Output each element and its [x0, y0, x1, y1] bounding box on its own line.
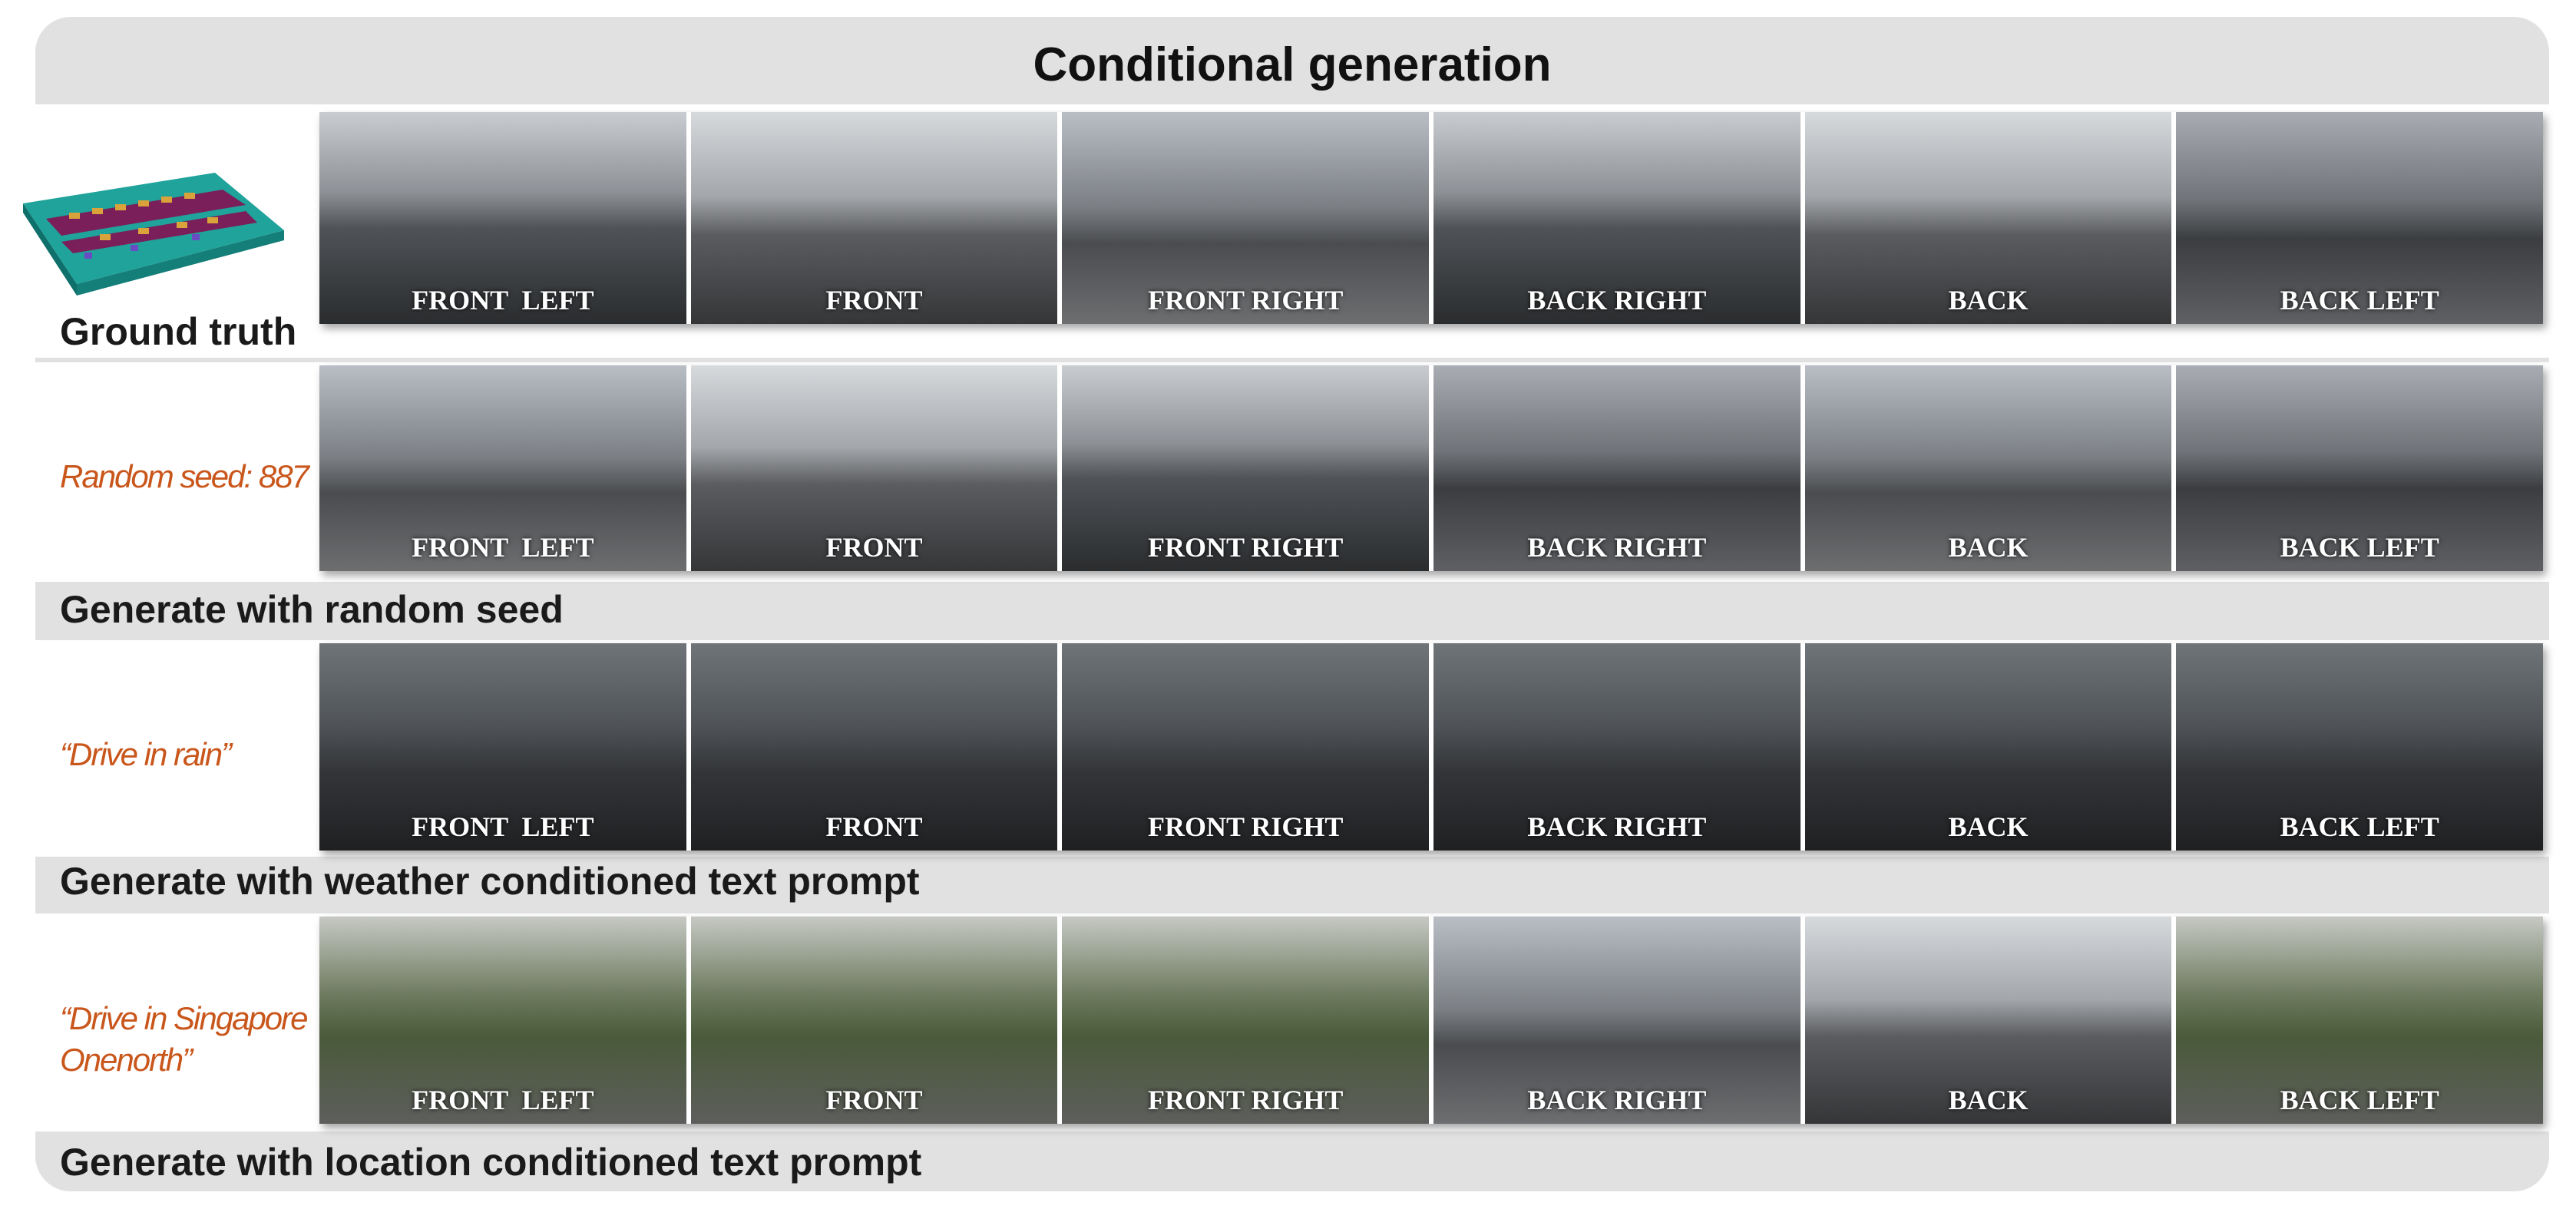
camera-label: BACK RIGHT	[1527, 285, 1707, 315]
camera-image: FRONT	[690, 112, 1058, 324]
camera-label: BACK LEFT	[2280, 532, 2439, 563]
camera-image: BACK LEFT	[2176, 365, 2544, 571]
image-strip-location: FRONT LEFT FRONT FRONT RIGHT BACK RIGHT …	[319, 917, 2544, 1124]
camera-image: BACK RIGHT	[1433, 643, 1801, 851]
row-caption: Generate with weather conditioned text p…	[60, 860, 920, 903]
camera-image: BACK LEFT	[2176, 112, 2544, 324]
camera-label: BACK	[1948, 811, 2029, 842]
camera-image: FRONT LEFT	[319, 917, 686, 1124]
condition-text: “Drive in Singapore Onenorth”	[60, 1000, 309, 1078]
condition-text: “Drive in rain”	[60, 736, 232, 772]
image-strip-ground-truth: FRONT LEFT FRONT FRONT RIGHT BACK RIGHT …	[319, 112, 2544, 324]
camera-image: FRONT LEFT	[319, 112, 686, 324]
camera-label: FRONT RIGHT	[1147, 811, 1344, 842]
row-caption: Generate with random seed	[60, 588, 564, 631]
image-strip-random-seed: FRONT LEFT FRONT FRONT RIGHT BACK RIGHT …	[319, 365, 2544, 571]
camera-label: FRONT LEFT	[412, 1085, 594, 1115]
camera-label: BACK LEFT	[2280, 811, 2439, 842]
camera-label: BACK	[1948, 285, 2029, 315]
camera-label: BACK LEFT	[2280, 285, 2439, 315]
camera-label: FRONT	[825, 811, 923, 842]
camera-label: FRONT RIGHT	[1147, 532, 1344, 563]
camera-image: FRONT RIGHT	[1062, 917, 1430, 1124]
camera-image: BACK RIGHT	[1433, 365, 1801, 571]
camera-label: FRONT LEFT	[412, 532, 594, 563]
figure-title: Conditional generation	[1033, 38, 1552, 91]
camera-image: FRONT	[690, 643, 1058, 851]
camera-image: FRONT LEFT	[319, 643, 686, 851]
camera-image: BACK	[1804, 917, 2172, 1124]
camera-image: FRONT RIGHT	[1062, 365, 1430, 571]
camera-image: FRONT	[690, 917, 1058, 1124]
camera-label: BACK	[1948, 532, 2029, 563]
camera-image: FRONT RIGHT	[1062, 112, 1430, 324]
camera-image: BACK LEFT	[2176, 917, 2544, 1124]
condition-text: Random seed: 887	[60, 458, 309, 494]
camera-label: FRONT LEFT	[412, 285, 594, 315]
camera-label: BACK	[1948, 1085, 2029, 1115]
camera-label: FRONT RIGHT	[1147, 285, 1344, 315]
camera-label: FRONT LEFT	[412, 811, 594, 842]
camera-image: BACK RIGHT	[1433, 917, 1801, 1124]
camera-image: BACK RIGHT	[1433, 112, 1801, 324]
camera-image: BACK	[1804, 643, 2172, 851]
camera-label: FRONT	[825, 1085, 923, 1115]
camera-label: BACK RIGHT	[1527, 1085, 1707, 1115]
camera-image: FRONT	[690, 365, 1058, 571]
camera-label: FRONT	[825, 285, 923, 315]
image-strip-weather: FRONT LEFT FRONT FRONT RIGHT BACK RIGHT …	[319, 643, 2544, 851]
map-layout-thumbnail	[23, 173, 284, 296]
camera-image: FRONT LEFT	[319, 365, 686, 571]
row-caption: Generate with location conditioned text …	[60, 1141, 922, 1184]
camera-label: BACK RIGHT	[1527, 811, 1707, 842]
camera-label: FRONT	[825, 532, 923, 563]
camera-image: BACK	[1804, 112, 2172, 324]
camera-label: BACK RIGHT	[1527, 532, 1707, 563]
camera-label: BACK LEFT	[2280, 1085, 2439, 1115]
camera-image: FRONT RIGHT	[1062, 643, 1430, 851]
row-caption: Ground truth	[60, 310, 297, 353]
camera-image: BACK	[1804, 365, 2172, 571]
camera-image: BACK LEFT	[2176, 643, 2544, 851]
camera-label: FRONT RIGHT	[1147, 1085, 1344, 1115]
